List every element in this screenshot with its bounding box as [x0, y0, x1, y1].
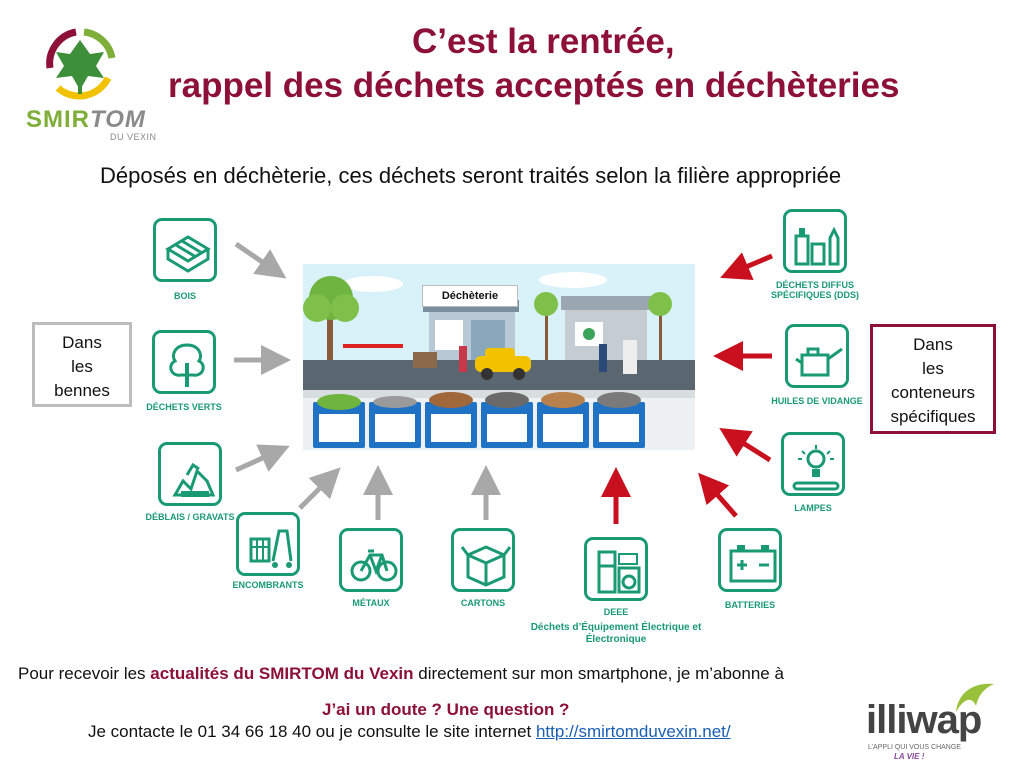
chemical-bottles-icon: [794, 226, 840, 266]
bois-label: BOIS: [173, 291, 196, 301]
contact-text-pre: Je contacte le 01 34 66 18 40 ou je cons…: [88, 722, 536, 741]
palm-leaf-icon: [956, 683, 994, 712]
arrow-batteries: [698, 472, 738, 518]
illiwap-logo: illiwap L’APPLI QUI VOUS CHANGE LA VIE !: [866, 676, 1006, 762]
encombrants-label: ENCOMBRANTS: [232, 580, 304, 590]
bulky-items-icon: [249, 529, 293, 568]
subscribe-text-highlight: actualités du SMIRTOM du Vexin: [150, 664, 414, 683]
containers-box-line: les: [922, 359, 944, 378]
containers-box: Dans les conteneurs spécifiques: [870, 324, 996, 434]
question-heading: J’ai un doute ? Une question ?: [322, 700, 570, 719]
battery-icon: [729, 545, 777, 583]
arrow-dds: [720, 252, 773, 281]
arrow-encombrants: [298, 467, 341, 510]
website-link[interactable]: http://smirtomduvexin.net/: [535, 722, 731, 741]
huiles-label: HUILES DE VIDANGE: [771, 396, 863, 406]
batteries-tile: [718, 528, 782, 592]
dechets-verts-tile: [152, 330, 216, 394]
dechets-verts-label: DÉCHETS VERTS: [146, 402, 222, 412]
recycling-center-sign: Déchèterie: [422, 285, 518, 307]
bins-box-line: les: [71, 357, 93, 376]
light-bulb-icon: [792, 445, 840, 491]
subscribe-text: Pour recevoir les actualités du SMIRTOM …: [18, 664, 784, 684]
smirtom-logo: SMIRTOM DU VEXIN: [18, 18, 158, 142]
cardboard-box-icon: [460, 545, 512, 587]
subscribe-text-pre: Pour recevoir les: [18, 664, 151, 683]
containers-box-line: spécifiques: [890, 407, 976, 426]
bins-box-line: bennes: [54, 381, 110, 400]
illiwap-wordmark: illiwap: [866, 698, 982, 742]
bins-box-line: Dans: [62, 333, 102, 352]
recycle-leaf-icon: [46, 28, 116, 100]
metaux-label: MÉTAUX: [352, 598, 390, 608]
appliances-icon: [597, 550, 641, 594]
dds-tile: [783, 209, 847, 273]
illiwap-tagline-2: LA VIE !: [894, 752, 925, 761]
lampes-label: LAMPES: [794, 503, 832, 513]
cartons-label: CARTONS: [460, 598, 506, 608]
logo-wordmark: SMIRTOM: [26, 106, 146, 133]
arrow-gravats: [234, 444, 290, 473]
bins-box: Dans les bennes: [32, 322, 132, 407]
oil-can-icon: [795, 347, 843, 377]
bois-tile: [153, 218, 217, 282]
deee-label: DEEE: [603, 607, 629, 617]
metaux-tile: [339, 528, 403, 592]
containers-box-line: Dans: [913, 335, 953, 354]
bicycle-icon: [350, 549, 398, 582]
gravats-tile: [158, 442, 222, 506]
huiles-tile: [785, 324, 849, 388]
page-title-line1: C’est la rentrée,: [412, 22, 675, 61]
subscribe-text-post: directement sur mon smartphone, je m’abo…: [413, 664, 784, 683]
containers-box-line: conteneurs: [890, 383, 976, 402]
arrow-lampes: [719, 427, 772, 463]
illiwap-tagline: L’APPLI QUI VOUS CHANGE: [868, 744, 961, 751]
dds-label: DÉCHETS DIFFUS SPÉCIFIQUES (DDS): [770, 280, 859, 300]
lampes-tile: [781, 432, 845, 496]
pallet-icon: [165, 235, 211, 273]
page-subtitle: Déposés en déchèterie, ces déchets seron…: [100, 163, 842, 188]
tree-icon: [169, 343, 205, 387]
page-title-line2: rappel des déchets acceptés en déchèteri…: [168, 66, 900, 105]
cartons-tile: [451, 528, 515, 592]
deee-tile: [584, 537, 648, 601]
encombrants-tile: [236, 512, 300, 576]
arrow-bois: [234, 241, 287, 279]
contact-text: Je contacte le 01 34 66 18 40 ou je cons…: [88, 722, 731, 742]
rubble-icon: [172, 462, 216, 497]
deee-full-name: Déchets d’Équipement Électrique et Élect…: [530, 622, 702, 645]
logo-subtitle: DU VEXIN: [110, 132, 157, 142]
gravats-label: DÉBLAIS / GRAVATS: [145, 512, 235, 522]
batteries-label: BATTERIES: [724, 600, 776, 610]
